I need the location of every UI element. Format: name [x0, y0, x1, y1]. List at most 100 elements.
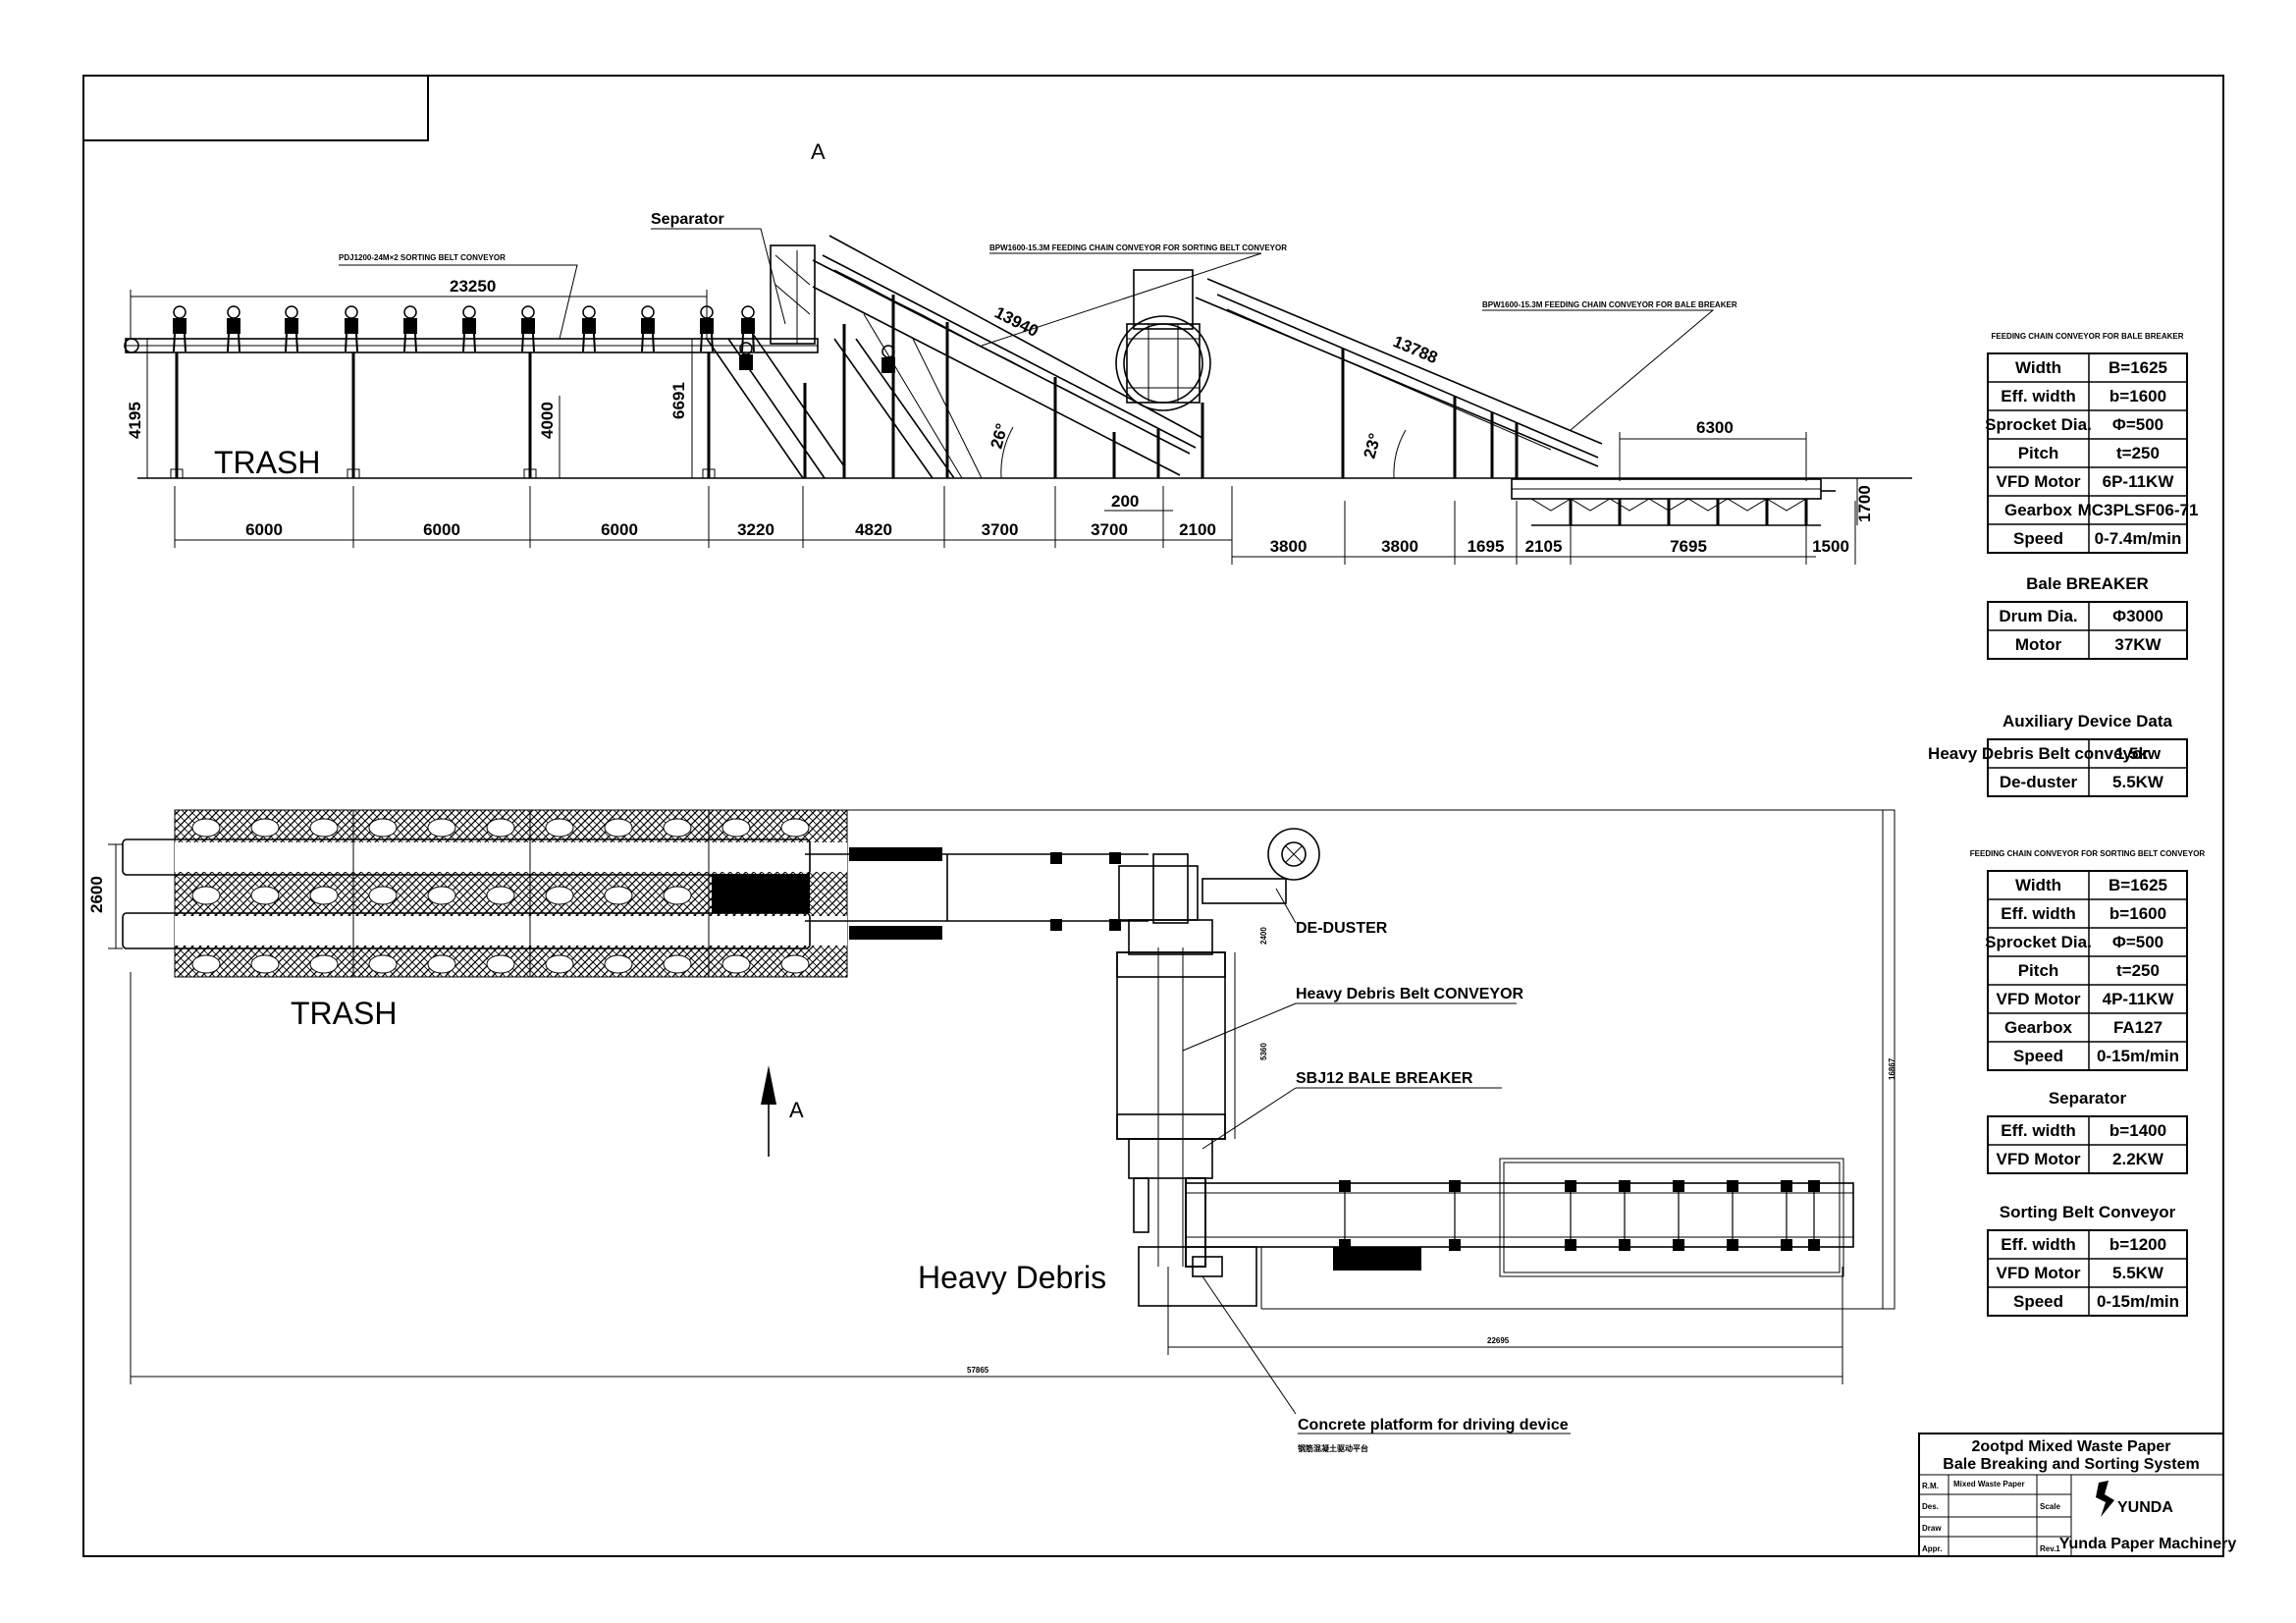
sorting-belt-1 — [122, 839, 811, 876]
spec-table-title: FEEDING CHAIN CONVEYOR FOR BALE BREAKER — [1991, 332, 2183, 341]
spec-key: Drum Dia. — [1999, 607, 2077, 625]
dim-row1-label: 6000 — [245, 520, 283, 539]
dim-row1-label: 3700 — [1091, 520, 1128, 539]
spec-key: Motor — [2015, 635, 2062, 654]
spec-key: Heavy Debris Belt conveyor — [1928, 744, 2149, 763]
spec-key: Speed — [2013, 529, 2063, 548]
tb-rm-value: Mixed Waste Paper — [1953, 1480, 2025, 1488]
dim-row2-label: 3800 — [1270, 537, 1308, 556]
concrete-platform-label: Concrete platform for driving device — [1298, 1417, 1569, 1434]
elevation-view: A — [124, 139, 1912, 565]
spec-key: Eff. width — [2001, 1121, 2075, 1140]
plan-view: 2600 DE-DUSTER 2400 5360 Heavy — [87, 809, 1896, 1453]
dim-row1-label: 3220 — [737, 520, 774, 539]
spec-key: Width — [2015, 876, 2061, 894]
feeding-sorting-label: BPW1600-15.3M FEEDING CHAIN CONVEYOR FOR… — [989, 243, 1287, 252]
dim-6300: 6300 — [1696, 418, 1734, 437]
spec-value: b=1600 — [2109, 387, 2166, 406]
dim-23250: 23250 — [450, 277, 496, 296]
spec-key: Sprocket Dia. — [1985, 933, 2092, 951]
spec-value: 5.5KW — [2112, 773, 2164, 791]
spec-value: 0-15m/min — [2097, 1292, 2179, 1311]
dim-13788: 13788 — [1390, 332, 1440, 367]
spec-value: B=1625 — [2109, 358, 2167, 377]
dim-row2-label: 2105 — [1525, 537, 1563, 556]
spec-tables: FEEDING CHAIN CONVEYOR FOR BALE BREAKER W… — [1928, 332, 2206, 1317]
spec-value: 6P-11KW — [2103, 472, 2175, 491]
spec-key: Pitch — [2018, 961, 2059, 980]
spec-key: Eff. width — [2001, 387, 2075, 406]
spec-value: 0-15m/min — [2097, 1047, 2179, 1065]
spec-key: Eff. width — [2001, 904, 2075, 923]
worker-figure — [403, 305, 417, 352]
sorting-conveyor-label: PDJ1200-24M×2 SORTING BELT CONVEYOR — [339, 253, 506, 262]
spec-key: Sprocket Dia. — [1985, 415, 2092, 434]
dim-13940: 13940 — [991, 303, 1041, 341]
section-mark-top: A — [811, 139, 826, 164]
spec-table-title: Bale BREAKER — [2026, 574, 2149, 593]
tb-appr: Appr. — [1922, 1544, 1942, 1553]
spec-value: B=1625 — [2109, 876, 2167, 894]
dim-row1-label: 6000 — [601, 520, 638, 539]
corner-box — [82, 75, 429, 141]
spec-value: Φ=500 — [2112, 415, 2163, 434]
dim-row2-label: 1500 — [1812, 537, 1849, 556]
bale-breaker-plan — [1116, 951, 1226, 1140]
spec-table-title: Sorting Belt Conveyor — [2000, 1203, 2176, 1221]
spec-key: De-duster — [2000, 773, 2078, 791]
spec-value: FA127 — [2113, 1018, 2163, 1037]
tb-logo: YUNDA — [2117, 1499, 2173, 1516]
worker-figure — [345, 305, 358, 352]
sorting-workers — [173, 305, 895, 373]
worker-figure — [285, 305, 298, 352]
spec-table-title: FEEDING CHAIN CONVEYOR FOR SORTING BELT … — [1970, 849, 2206, 858]
spec-table-title: Auxiliary Device Data — [2002, 712, 2172, 730]
spec-value: MC3PLSF06-71 — [2078, 501, 2199, 519]
dim-row1-label: 4820 — [855, 520, 892, 539]
separator-unit — [770, 244, 816, 345]
dim-row1-label: 3700 — [982, 520, 1019, 539]
spec-value: t=250 — [2116, 444, 2160, 462]
heavy-debris-label: Heavy Debris — [918, 1260, 1106, 1295]
dim-row1-label: 2100 — [1179, 520, 1216, 539]
tb-scale: Scale — [2040, 1502, 2060, 1511]
tb-rm: R.M. — [1922, 1482, 1939, 1490]
feeding-chain-conveyor-bale — [1195, 278, 1836, 526]
dim-5360: 5360 — [1259, 1043, 1268, 1060]
title-block: 2ootpd Mixed Waste Paper Bale Breaking a… — [1918, 1433, 2236, 1557]
dim-200: 200 — [1111, 492, 1139, 511]
dim-row2-label: 7695 — [1670, 537, 1707, 556]
heavy-debris-conveyor-label: Heavy Debris Belt CONVEYOR — [1296, 986, 1524, 1002]
spec-value: 37KW — [2114, 635, 2162, 654]
spec-key: Pitch — [2018, 444, 2059, 462]
section-mark-plan: A — [789, 1098, 804, 1122]
spec-key: Gearbox — [2004, 1018, 2073, 1037]
title-line-1: 2ootpd Mixed Waste Paper — [1972, 1438, 2171, 1455]
spec-key: Speed — [2013, 1292, 2063, 1311]
spec-key: VFD Motor — [1997, 1264, 2081, 1282]
worker-figure — [582, 305, 596, 352]
feeding-bale-label: BPW1600-15.3M FEEDING CHAIN CONVEYOR FOR… — [1482, 300, 1737, 309]
dim-16867: 16867 — [1888, 1057, 1896, 1080]
separator-label: Separator — [651, 211, 724, 228]
spec-table-title: Separator — [2049, 1089, 2127, 1108]
worker-figure — [227, 305, 240, 352]
spec-table: FEEDING CHAIN CONVEYOR FOR BALE BREAKERW… — [1985, 332, 2199, 554]
feeding-conveyor-posts — [1339, 1180, 1820, 1251]
spec-value: 4P-11KW — [2103, 990, 2175, 1008]
dim-row1-label: 6000 — [423, 520, 460, 539]
spec-table: FEEDING CHAIN CONVEYOR FOR SORTING BELT … — [1970, 849, 2206, 1071]
tb-draw: Draw — [1922, 1524, 1942, 1533]
spec-value: 0-7.4m/min — [2095, 529, 2182, 548]
sheet-border — [82, 75, 2224, 1557]
spec-key: Speed — [2013, 1047, 2063, 1065]
title-line-2: Bale Breaking and Sorting System — [1943, 1456, 2199, 1473]
angle-26: 26° — [988, 421, 1012, 451]
sorting-belt-conveyor — [124, 338, 819, 479]
spec-value: b=1600 — [2109, 904, 2166, 923]
bale-breaker-label: SBJ12 BALE BREAKER — [1296, 1070, 1473, 1087]
